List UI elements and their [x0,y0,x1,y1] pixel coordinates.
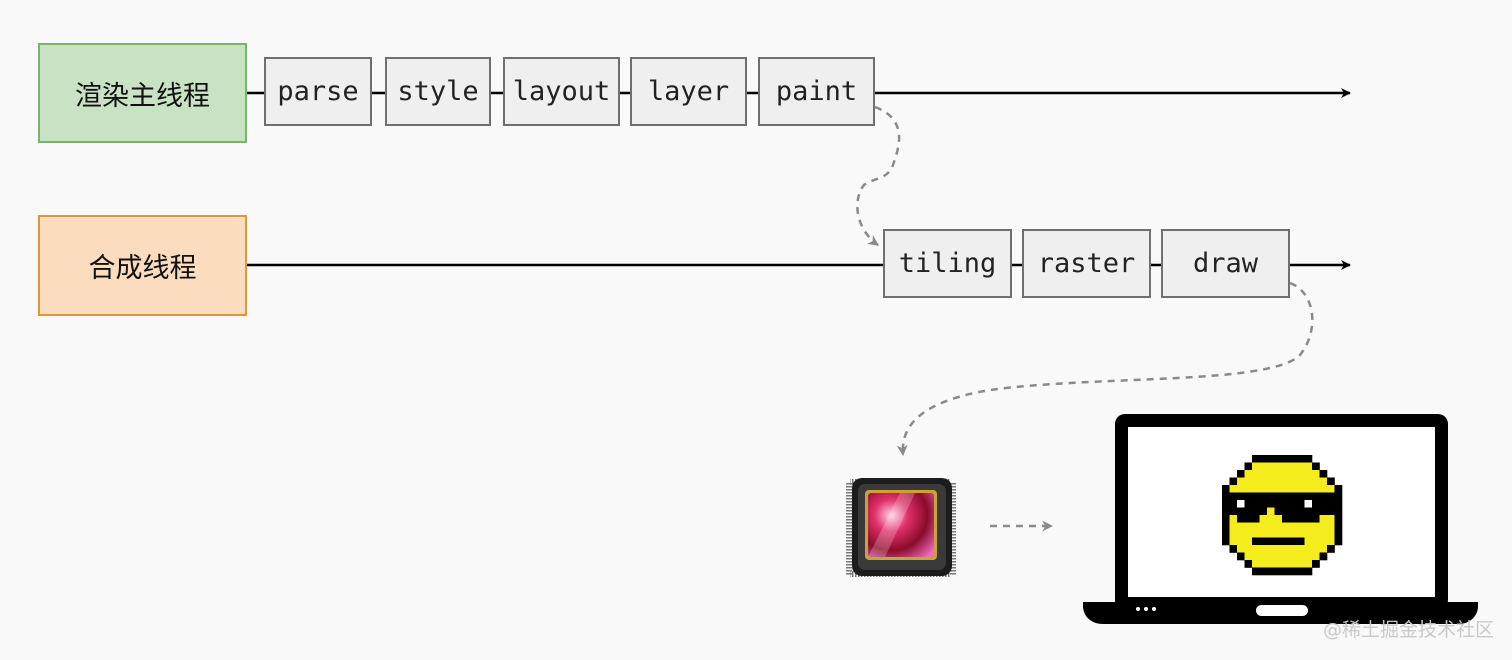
compositor-thread-label: 合成线程 [38,215,247,316]
step-parse: parse [264,57,372,126]
gpu-chip-icon [846,478,956,577]
step-raster: raster [1022,229,1151,298]
step-layer: layer [630,57,747,126]
paint-to-tiling-arrow [856,105,901,247]
step-tiling: tiling [883,229,1012,298]
main-thread-label: 渲染主线程 [38,43,247,143]
step-style: style [385,57,491,126]
step-paint: paint [758,57,875,126]
step-layout: layout [503,57,620,126]
watermark: @稀土掘金技术社区 [1322,619,1494,641]
draw-to-gpu-arrow [896,281,1314,457]
sunglasses-smiley-icon [1222,455,1343,576]
step-draw: draw [1161,229,1290,298]
